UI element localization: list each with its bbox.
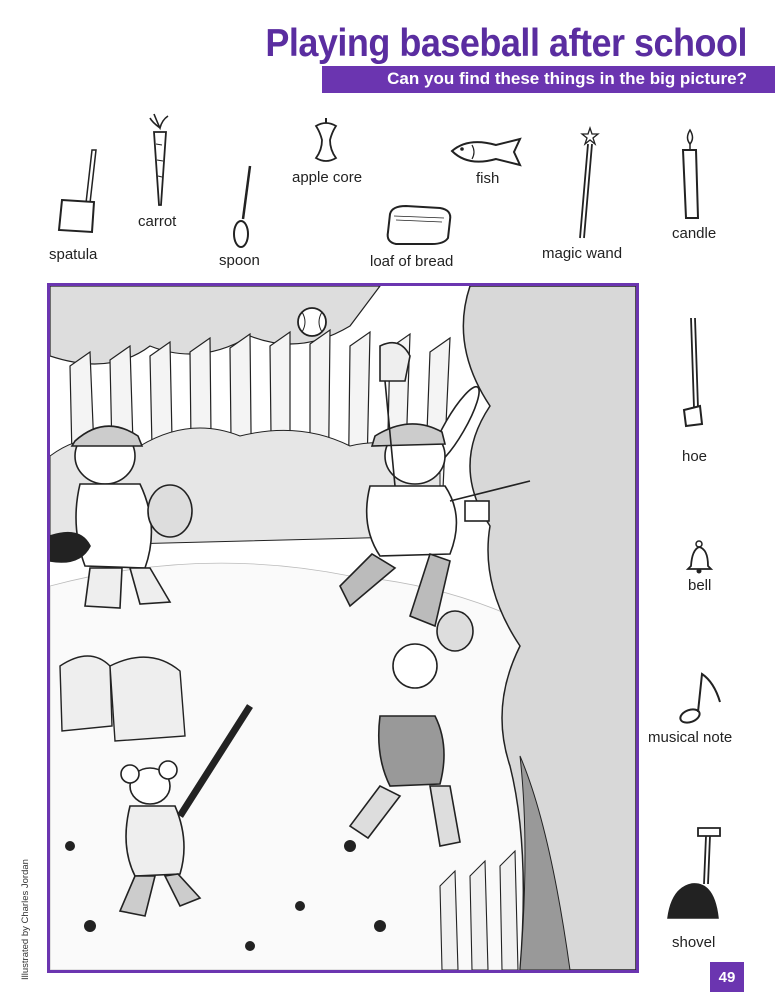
label-magic-wand: magic wand: [542, 245, 623, 262]
magic-wand-icon: [574, 125, 600, 241]
apple-core-icon: [312, 118, 340, 164]
subtitle-banner: [322, 66, 775, 93]
hoe-icon: [680, 316, 704, 428]
illustration-drawing: [50, 286, 636, 970]
label-candle: candle: [672, 225, 717, 242]
page-subtitle: Can you find these things in the big pic…: [387, 69, 747, 88]
label-shovel: shovel: [672, 934, 716, 951]
label-bell: bell: [688, 577, 712, 594]
candle-icon: [678, 128, 702, 220]
illustrator-credit: Illustrated by Charles Jordan: [20, 859, 31, 980]
label-loaf-of-bread: loaf of bread: [370, 253, 454, 270]
carrot-icon: [148, 112, 172, 207]
label-hoe: hoe: [682, 448, 708, 465]
label-spatula: spatula: [49, 246, 98, 263]
fish-icon: [448, 137, 524, 167]
bell-icon: [685, 540, 714, 574]
label-spoon: spoon: [219, 252, 260, 269]
page-title: Playing baseball after school: [265, 20, 747, 65]
hidden-picture-illustration: [47, 283, 639, 973]
shovel-icon: [662, 824, 722, 924]
label-musical-note: musical note: [648, 729, 733, 746]
label-carrot: carrot: [138, 213, 177, 230]
label-fish: fish: [476, 170, 500, 187]
loaf-of-bread-icon: [384, 204, 454, 246]
musical-note-icon: [678, 672, 726, 726]
label-apple-core: apple core: [292, 169, 363, 186]
spoon-icon: [230, 164, 254, 249]
spatula-icon: [54, 148, 104, 234]
page-number: 49: [710, 962, 744, 992]
